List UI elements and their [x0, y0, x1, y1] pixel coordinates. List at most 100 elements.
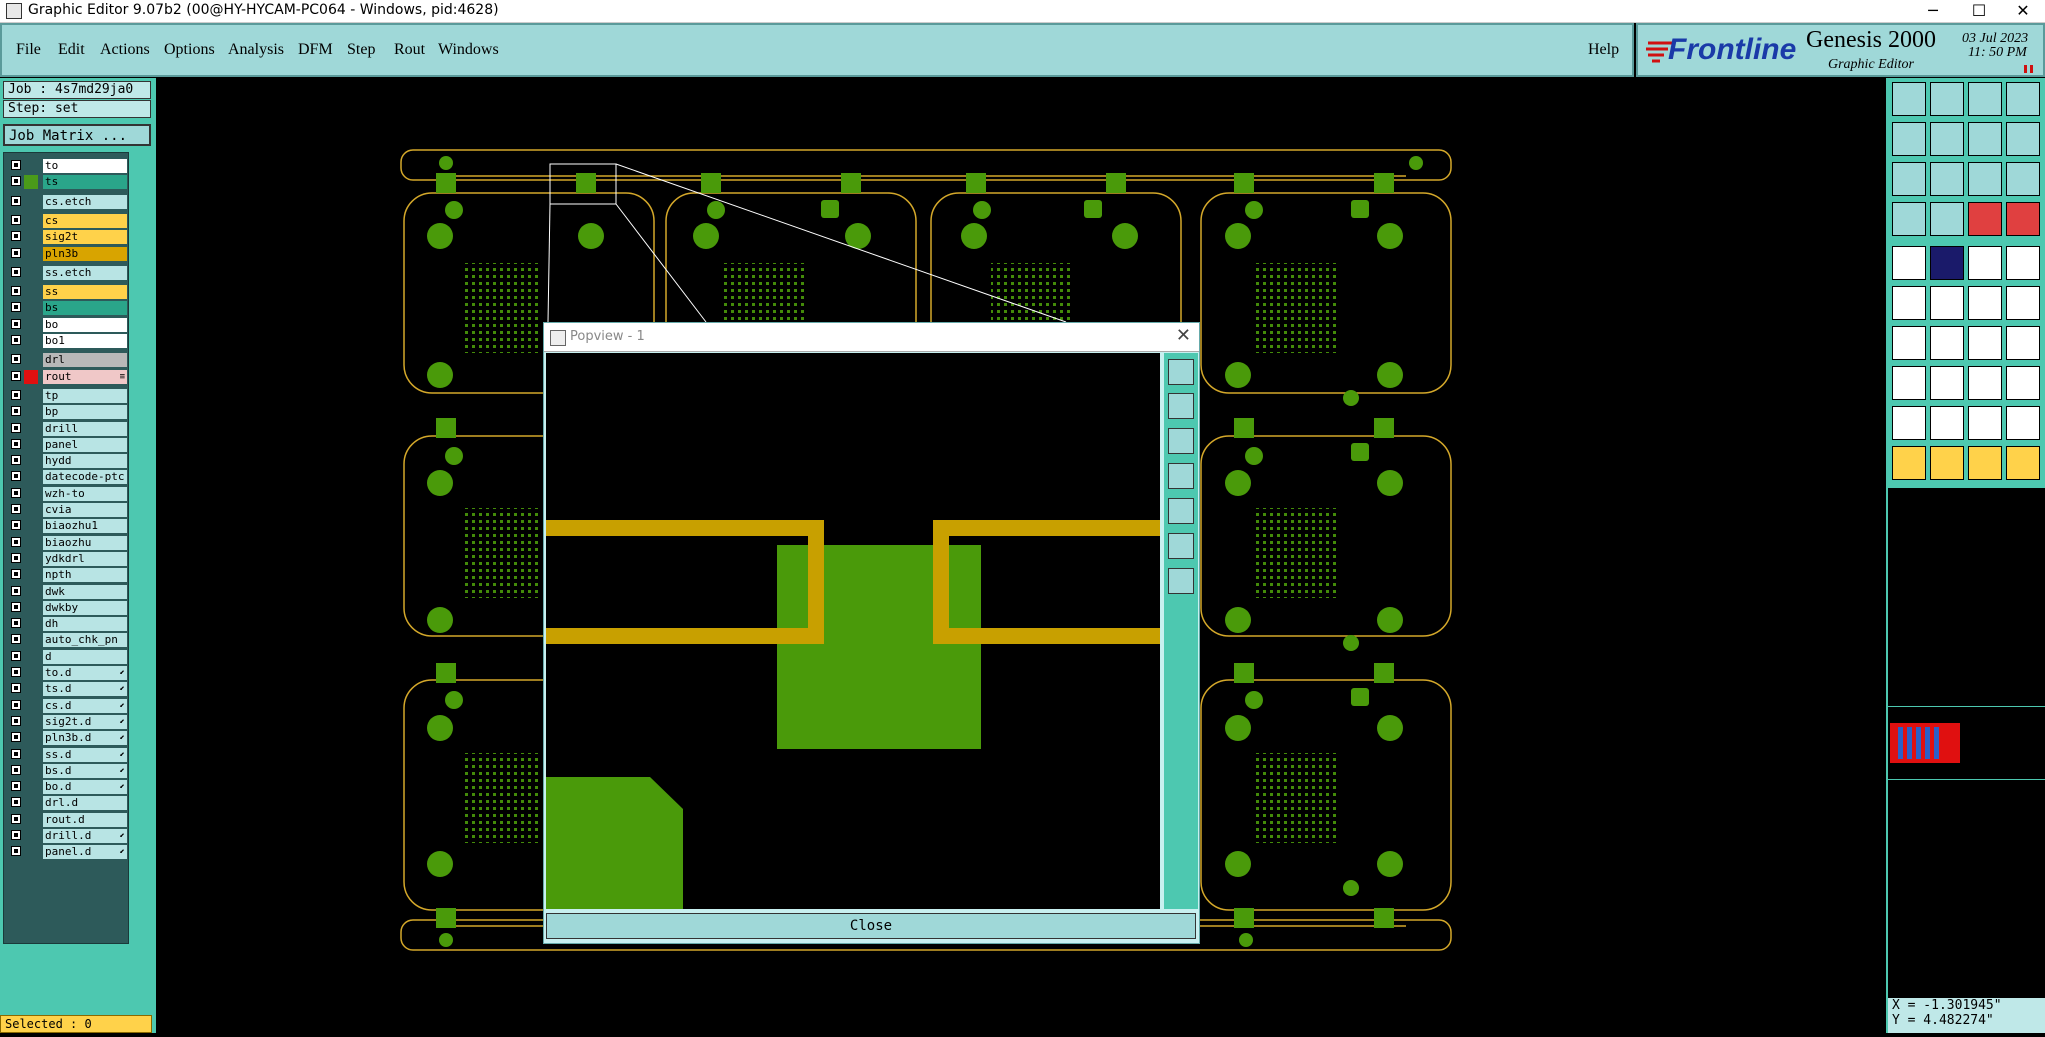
- layer-name[interactable]: dh: [43, 617, 127, 632]
- layer-row-bp[interactable]: bp: [8, 405, 128, 420]
- layer-color-swatch[interactable]: [24, 748, 38, 762]
- layer-checkbox[interactable]: [11, 748, 21, 759]
- tri-4-icon[interactable]: [2006, 406, 2040, 440]
- layer-checkbox[interactable]: [11, 536, 21, 547]
- layer-checkbox[interactable]: [11, 504, 21, 514]
- layer-name[interactable]: drill.d⬋: [43, 829, 127, 843]
- popview-zoom-out-icon[interactable]: [1168, 568, 1194, 594]
- layer-name[interactable]: bo1: [43, 334, 127, 348]
- layer-color-swatch[interactable]: [24, 470, 38, 484]
- layer-checkbox[interactable]: [11, 286, 21, 297]
- layer-row-ydkdrl[interactable]: ydkdrl: [8, 551, 128, 566]
- cross-icon[interactable]: [1930, 286, 1964, 320]
- layer-checkbox[interactable]: [11, 634, 21, 645]
- pad-icon[interactable]: [1892, 246, 1926, 280]
- layer-checkbox[interactable]: [11, 699, 21, 710]
- layer-color-swatch[interactable]: [24, 617, 38, 631]
- layer-checkbox[interactable]: [11, 830, 21, 840]
- layer-color-swatch[interactable]: [24, 568, 38, 582]
- layer-color-swatch[interactable]: [24, 175, 38, 190]
- layer-color-swatch[interactable]: [24, 699, 38, 713]
- layer-color-swatch[interactable]: [24, 552, 38, 566]
- layer-row-biaozhu1[interactable]: biaozhu1: [8, 519, 128, 534]
- layer-color-swatch[interactable]: [24, 285, 38, 299]
- zoom-window-icon[interactable]: [2006, 122, 2040, 156]
- fit-width-icon[interactable]: [2006, 326, 2040, 360]
- popview-canvas[interactable]: [546, 353, 1160, 909]
- layer-name[interactable]: biaozhu1: [43, 519, 127, 534]
- help-icon[interactable]: [2006, 162, 2040, 196]
- pan-icon[interactable]: [1930, 162, 1964, 196]
- layer-name[interactable]: to: [43, 159, 127, 173]
- hline-icon[interactable]: [1930, 366, 1964, 400]
- layer-checkbox[interactable]: [11, 370, 21, 381]
- scale-icon[interactable]: [1968, 162, 2002, 196]
- layer-row-tp[interactable]: tp: [8, 388, 128, 403]
- layer-name[interactable]: pln3b: [43, 246, 127, 261]
- layer-color-swatch[interactable]: [24, 796, 38, 810]
- layer-checkbox[interactable]: [11, 266, 21, 277]
- layer-name[interactable]: ss.etch: [43, 265, 127, 280]
- layer-name[interactable]: cs.d⬋: [43, 698, 127, 713]
- layer-name[interactable]: sig2t: [43, 230, 127, 245]
- popview-pan-left-icon[interactable]: [1168, 463, 1194, 489]
- layer-checkbox[interactable]: [11, 732, 21, 743]
- layer-color-swatch[interactable]: [24, 536, 38, 550]
- layer-row-dwkby[interactable]: dwkby: [8, 600, 128, 615]
- move-down-icon[interactable]: [1930, 82, 1964, 116]
- layer-name[interactable]: ss: [43, 285, 127, 300]
- menu-actions[interactable]: Actions: [100, 41, 150, 58]
- node-icon[interactable]: [1968, 286, 2002, 320]
- layer-name[interactable]: drill: [43, 421, 127, 436]
- layer-color-swatch[interactable]: [24, 682, 38, 696]
- layer-row-bs-d[interactable]: bs.d⬋: [8, 763, 128, 778]
- layer-row-d[interactable]: d: [8, 649, 128, 664]
- layer-color-swatch[interactable]: [24, 715, 38, 729]
- layer-row-ss-d[interactable]: ss.d⬋: [8, 747, 128, 762]
- close-window-button[interactable]: ✕: [2016, 1, 2030, 20]
- layer-color-swatch[interactable]: [24, 585, 38, 599]
- layer-row-ss[interactable]: ss: [8, 285, 128, 300]
- fit-icon[interactable]: [1892, 162, 1926, 196]
- layer-color-swatch[interactable]: [24, 230, 38, 244]
- tri-2-icon[interactable]: [1930, 406, 1964, 440]
- pan-right-icon[interactable]: [1930, 122, 1964, 156]
- layer-name[interactable]: auto_chk_pn: [43, 633, 127, 648]
- minimize-button[interactable]: ─: [1928, 1, 1938, 20]
- popview-zoom-fit-icon[interactable]: [1168, 359, 1194, 385]
- job-matrix-button[interactable]: Job Matrix ...: [3, 124, 151, 146]
- layer-color-swatch[interactable]: [24, 214, 38, 228]
- layer-checkbox[interactable]: [11, 455, 21, 466]
- layer-row-sig2t[interactable]: sig2t: [8, 230, 128, 245]
- layer-color-swatch[interactable]: [24, 633, 38, 647]
- menu-edit[interactable]: Edit: [58, 41, 85, 58]
- slash-icon[interactable]: [1930, 326, 1964, 360]
- node-alt-icon[interactable]: [2006, 286, 2040, 320]
- layer-name[interactable]: bo: [43, 317, 127, 332]
- layer-name[interactable]: to.d⬋: [43, 666, 127, 680]
- layer-row-rout[interactable]: rout≡: [8, 369, 128, 384]
- layer-checkbox[interactable]: [11, 471, 21, 482]
- layer-checkbox[interactable]: [11, 231, 21, 242]
- layer-checkbox[interactable]: [11, 601, 21, 612]
- layer-name[interactable]: rout≡: [43, 369, 127, 384]
- measure-icon[interactable]: [1892, 202, 1926, 236]
- layer-color-swatch[interactable]: [24, 829, 38, 843]
- maximize-button[interactable]: ☐: [1971, 1, 1987, 20]
- layer-color-swatch[interactable]: [24, 454, 38, 468]
- menu-step[interactable]: Step: [347, 41, 376, 58]
- route-icon[interactable]: [2006, 202, 2040, 236]
- layer-color-swatch[interactable]: [24, 159, 38, 173]
- layer-row-bo[interactable]: bo: [8, 317, 128, 332]
- layer-checkbox[interactable]: [11, 667, 21, 677]
- layer-row-auto-chk-pn[interactable]: auto_chk_pn: [8, 633, 128, 648]
- popview-pan-down-icon[interactable]: [1168, 428, 1194, 454]
- layer-name[interactable]: drl: [43, 353, 127, 368]
- layer-row-rout-d[interactable]: rout.d: [8, 812, 128, 827]
- layer-color-swatch[interactable]: [24, 813, 38, 827]
- layer-color-swatch[interactable]: [24, 438, 38, 452]
- layer-color-swatch[interactable]: [24, 519, 38, 533]
- edit-line-icon[interactable]: [1892, 326, 1926, 360]
- layer-color-swatch[interactable]: [24, 405, 38, 419]
- layer-name[interactable]: bp: [43, 405, 127, 420]
